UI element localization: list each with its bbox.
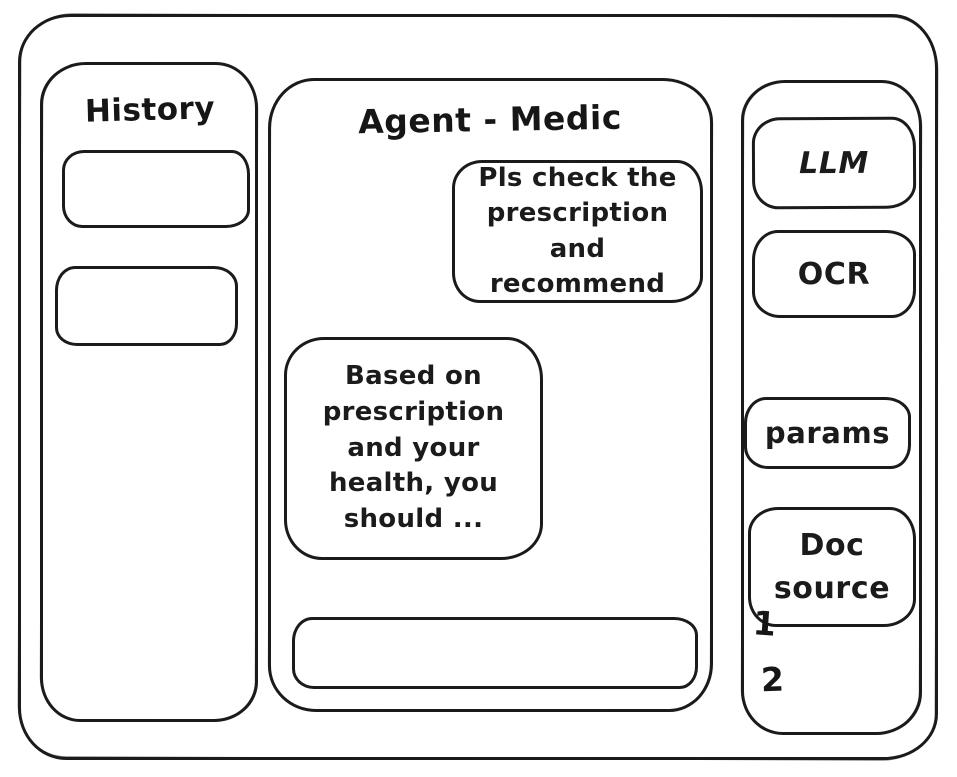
chat-message-assistant-text: Based on prescription and your health, y… xyxy=(322,360,505,535)
llm-button-label: LLM xyxy=(798,145,870,181)
history-item[interactable] xyxy=(62,150,250,228)
ocr-button[interactable]: OCR xyxy=(752,230,916,318)
chat-message-assistant: Based on prescription and your health, y… xyxy=(284,337,543,560)
params-button[interactable]: params xyxy=(744,397,911,469)
chat-panel-title: Agent - Medic xyxy=(357,97,623,142)
llm-button[interactable]: LLM xyxy=(751,116,917,210)
doc-source-button[interactable]: Doc source xyxy=(748,507,916,627)
params-button-label: params xyxy=(764,416,891,450)
chat-input[interactable] xyxy=(292,617,698,689)
chat-message-user-text: Pls check the prescription and recommend xyxy=(478,163,677,299)
chat-message-user: Pls check the prescription and recommend xyxy=(452,160,703,303)
doc-source-item-1[interactable]: 1 xyxy=(751,603,778,644)
doc-source-item-2[interactable]: 2 xyxy=(760,659,786,700)
doc-source-button-label: Doc source xyxy=(773,527,891,607)
history-panel-title: History xyxy=(84,90,216,130)
history-item[interactable] xyxy=(55,266,238,346)
ocr-button-label: OCR xyxy=(797,256,871,292)
